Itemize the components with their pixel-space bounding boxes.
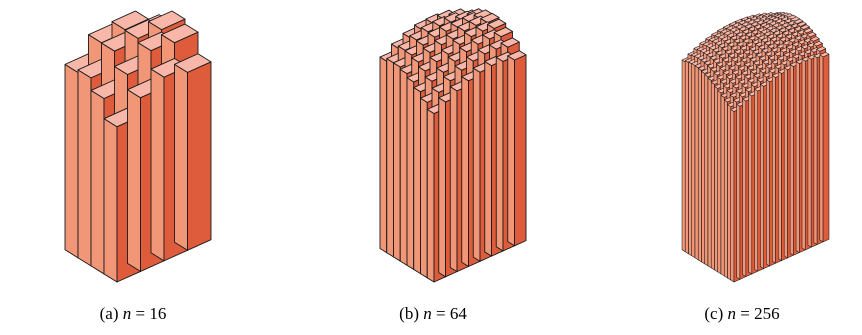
caption-c: (c) n = 256	[704, 304, 779, 324]
caption-b-value: 64	[450, 304, 467, 323]
panel-b-column-plot	[380, 9, 526, 282]
panel-c-column-plot	[682, 12, 829, 282]
caption-c-equals: =	[740, 304, 750, 323]
caption-c-variable: n	[728, 304, 737, 323]
caption-c-value: 256	[754, 304, 780, 323]
caption-a-equals: =	[136, 304, 146, 323]
column-bar	[175, 54, 212, 251]
caption-b-label: (b)	[399, 304, 419, 323]
column-bar	[820, 52, 829, 242]
panel-a-column-plot	[65, 11, 211, 282]
caption-b-variable: n	[423, 304, 432, 323]
caption-a-value: 16	[149, 304, 166, 323]
caption-c-label: (c)	[704, 304, 723, 323]
caption-a-label: (a)	[100, 304, 119, 323]
caption-b: (b) n = 64	[399, 304, 467, 324]
caption-b-equals: =	[436, 304, 446, 323]
caption-a-variable: n	[123, 304, 132, 323]
column-bar	[508, 51, 526, 246]
caption-a: (a) n = 16	[100, 304, 167, 324]
